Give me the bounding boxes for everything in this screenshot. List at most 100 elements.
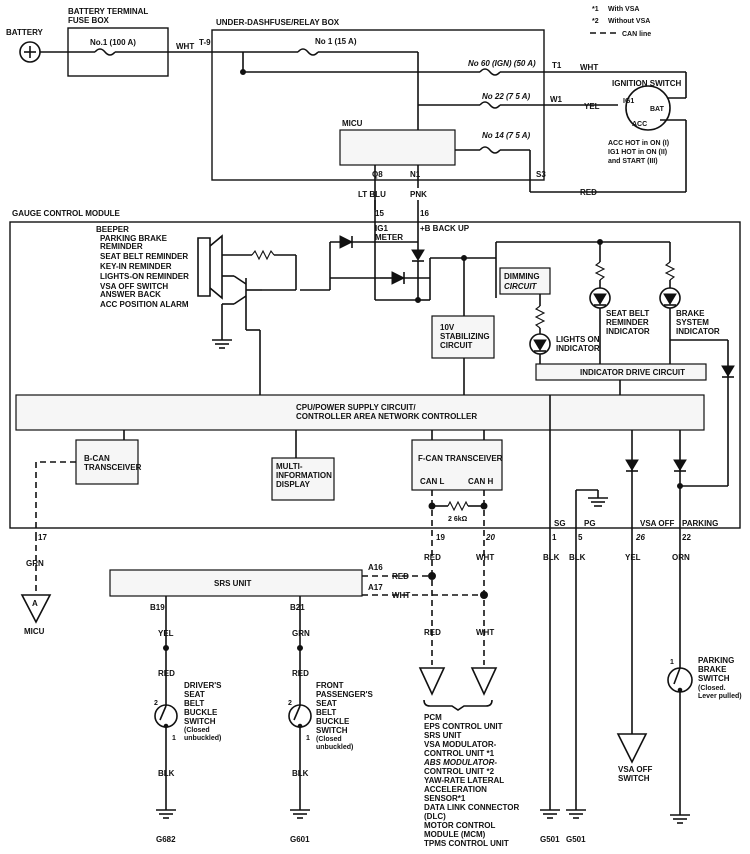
pbs-label: Lever pulled) bbox=[698, 693, 742, 700]
cpu-label2: CONTROLLER AREA NETWORK CONTROLLER bbox=[296, 412, 477, 421]
beeper-item: PARKING BRAKE bbox=[100, 234, 168, 243]
drv-switch-label: SWITCH bbox=[184, 717, 216, 726]
multi-information-display bbox=[271, 457, 335, 501]
f-can-transceiver bbox=[411, 439, 503, 491]
micu-label: MICU bbox=[342, 119, 363, 128]
pbs-label: (Closed. bbox=[698, 685, 726, 692]
ecu-item: PCM bbox=[424, 713, 442, 722]
underdash-title: UNDER-DASHFUSE/RELAY BOX bbox=[216, 18, 340, 27]
ign-note1: ACC HOT in ON (I) bbox=[608, 140, 669, 147]
drv-switch-label: DRIVER'S bbox=[184, 681, 222, 690]
pass-switch-label: BUCKLE bbox=[316, 717, 350, 726]
pass-pin2: 2 bbox=[288, 700, 292, 707]
drv-switch-label: (Closed bbox=[184, 727, 210, 734]
drv-switch-label: unbuckled) bbox=[184, 735, 221, 742]
resistor-icon bbox=[251, 249, 275, 261]
fuse-icon bbox=[94, 48, 116, 56]
ign-note3: and START (III) bbox=[608, 158, 658, 165]
diode-icon-2 bbox=[411, 249, 425, 261]
pin-22: 22 bbox=[682, 533, 691, 542]
ecu-item: TPMS CONTROL UNIT bbox=[424, 839, 509, 848]
wire-blk: BLK bbox=[158, 769, 175, 778]
ecu-item: EPS CONTROL UNIT bbox=[424, 722, 503, 731]
resistor-value: 2 6kΩ bbox=[448, 516, 468, 523]
terminating-resistor-icon bbox=[447, 500, 469, 512]
pin-16: 16 bbox=[420, 209, 429, 218]
legend-without-vsa: Without VSA bbox=[608, 18, 650, 25]
legend: *1 With VSA *2 Without VSA CAN line bbox=[590, 6, 651, 38]
pin-20: 20 bbox=[485, 533, 495, 542]
fuse-14-label: No 14 (7 5 A) bbox=[482, 131, 530, 140]
pin-a16: A16 bbox=[368, 563, 383, 572]
ign-bat: BAT bbox=[650, 106, 665, 113]
fuse-box-title2: FUSE BOX bbox=[68, 16, 110, 25]
beeper-label: BEEPER bbox=[96, 225, 129, 234]
pass-switch-label: SEAT bbox=[316, 699, 337, 708]
legend-star1: *1 bbox=[592, 6, 599, 13]
vsa-switch-label: VSA OFF bbox=[618, 765, 652, 774]
beeper-item: SEAT BELT REMINDER bbox=[100, 252, 188, 261]
dimming-label2: CIRCUIT bbox=[504, 282, 538, 291]
micu-connector-icon bbox=[20, 594, 52, 624]
lights-on-label2: INDICATOR bbox=[556, 344, 600, 353]
wire-red-3: RED bbox=[158, 669, 175, 678]
diode-icon bbox=[339, 235, 354, 249]
ign-acc: ACC bbox=[632, 121, 647, 128]
micu-ref-label: MICU bbox=[24, 627, 45, 636]
pin-19: 19 bbox=[436, 533, 445, 542]
wire-red-2: RED bbox=[392, 572, 409, 581]
pg-label: PG bbox=[584, 519, 596, 528]
fuse-60-label: No 60 (IGN) (50 A) bbox=[468, 59, 536, 68]
ign-ig1: IG1 bbox=[623, 98, 634, 105]
can-connector-h-icon bbox=[470, 667, 498, 696]
seat-belt-label: SEAT BELT bbox=[606, 309, 649, 318]
pass-switch-label: BELT bbox=[316, 708, 336, 717]
wire-red: RED bbox=[580, 188, 597, 197]
wire-wht-can2: WHT bbox=[476, 628, 494, 637]
ecu-item: CONTROL UNIT *1 bbox=[424, 749, 495, 758]
fuse-15a-label: No 1 (15 A) bbox=[315, 37, 357, 46]
fuse-22-icon bbox=[479, 101, 501, 109]
pin-26: 26 bbox=[635, 533, 645, 542]
can-h-label: CAN H bbox=[468, 477, 494, 486]
gcm-title: GAUGE CONTROL MODULE bbox=[12, 209, 121, 218]
pin-s3: S3 bbox=[536, 170, 546, 179]
legend-with-vsa: With VSA bbox=[608, 6, 639, 13]
f-can-label: F-CAN TRANSCEIVER bbox=[418, 454, 503, 463]
beeper-item: REMINDER bbox=[100, 242, 143, 251]
mid-label: MULTI- bbox=[276, 462, 303, 471]
drive-label: INDICATOR DRIVE CIRCUIT bbox=[580, 368, 685, 377]
fuse-14-icon bbox=[479, 146, 501, 154]
wire-wht-can: WHT bbox=[476, 553, 494, 562]
pbs-label: BRAKE bbox=[698, 665, 727, 674]
wire-red-can: RED bbox=[424, 553, 441, 562]
battery: BATTERY bbox=[6, 28, 68, 63]
wire-yel-3: YEL bbox=[625, 553, 641, 562]
ecu-item: ABS MODULATOR- bbox=[423, 758, 497, 767]
wire-pnk: PNK bbox=[410, 190, 427, 199]
mid-label: DISPLAY bbox=[276, 480, 311, 489]
vsa-off-label: VSA OFF bbox=[640, 519, 674, 528]
vsa-off-switch-icon bbox=[616, 733, 648, 764]
micu-connector-letter: A bbox=[32, 599, 38, 608]
can-connector-l-icon bbox=[418, 667, 446, 696]
stab-label: CIRCUIT bbox=[440, 341, 473, 350]
pbs-label: SWITCH bbox=[698, 674, 730, 683]
pin-q8: Q8 bbox=[372, 170, 383, 179]
ig1-meter-1: IG1 bbox=[375, 224, 388, 233]
wire-orn: ORN bbox=[672, 553, 690, 562]
beeper-item: LIGHTS-ON REMINDER bbox=[100, 272, 189, 281]
fuse-22-label: No 22 (7 5 A) bbox=[482, 92, 530, 101]
drv-switch-label: BELT bbox=[184, 699, 204, 708]
fuse-15a-icon bbox=[297, 48, 319, 56]
pin-t1: T1 bbox=[552, 61, 562, 70]
beeper-item: ANSWER BACK bbox=[100, 290, 161, 299]
ign-switch-circle bbox=[625, 85, 671, 131]
cpu-label: CPU/POWER SUPPLY CIRCUIT/ bbox=[296, 403, 416, 412]
speaker-icon bbox=[197, 237, 211, 297]
gauge-control-module: GAUGE CONTROL MODULE 15 16 IG1 METER +B … bbox=[9, 209, 741, 535]
seat-belt-label: REMINDER bbox=[606, 318, 649, 327]
drv-pin2: 2 bbox=[154, 700, 158, 707]
b-can-label2: TRANSCEIVER bbox=[84, 463, 142, 472]
brake-label: INDICATOR bbox=[676, 327, 720, 336]
